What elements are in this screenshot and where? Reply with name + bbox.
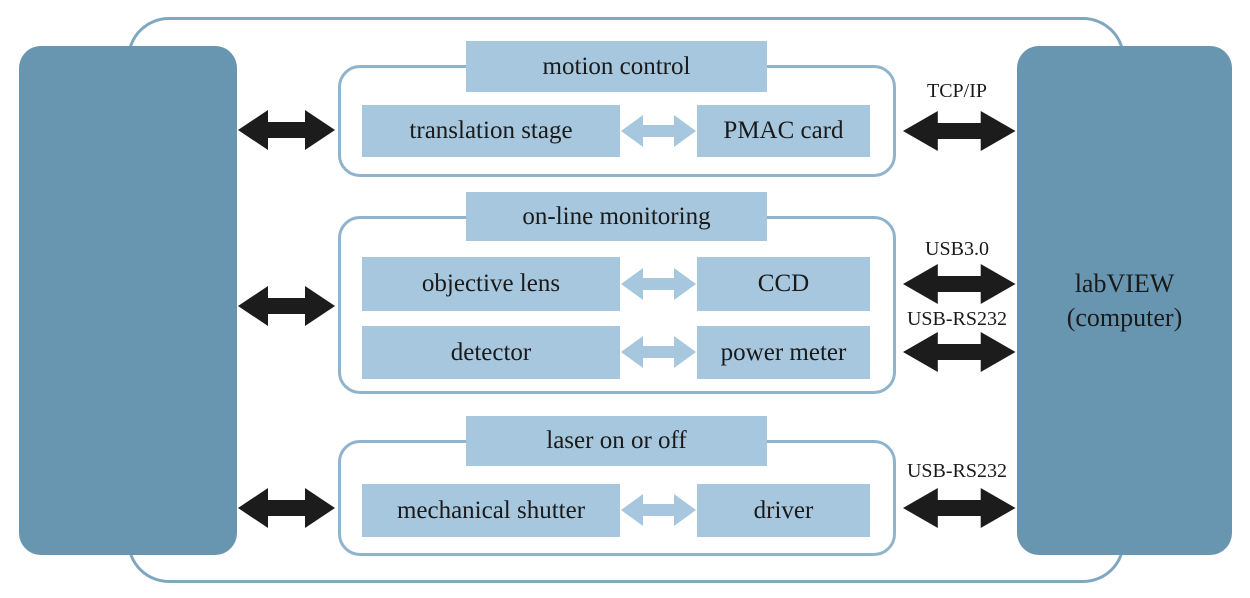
connection-label-usb-rs232-2: USB-RS232 (906, 460, 1008, 482)
group-title-online-monitoring: on-line monitoring (466, 192, 767, 241)
group-title-motion-control: motion control (466, 41, 767, 92)
translation-stage-box: translation stage (362, 105, 620, 157)
computer-label-line1: labVIEW (1074, 268, 1175, 298)
connection-label-usb3: USB3.0 (925, 238, 989, 260)
computer-block: labVIEW (computer) (1017, 46, 1232, 555)
pmac-card-box: PMAC card (697, 105, 870, 157)
left-system-block (19, 46, 237, 555)
group-title-laser-on-off: laser on or off (466, 416, 767, 466)
connection-label-usb-rs232-1: USB-RS232 (906, 308, 1008, 330)
power-meter-box: power meter (697, 326, 870, 379)
connection-label-tcpip: TCP/IP (926, 80, 988, 102)
ccd-box: CCD (697, 257, 870, 311)
objective-lens-box: objective lens (362, 257, 620, 311)
computer-label-line2: (computer) (1066, 302, 1183, 332)
driver-box: driver (697, 484, 870, 537)
mechanical-shutter-box: mechanical shutter (362, 484, 620, 537)
detector-box: detector (362, 326, 620, 379)
